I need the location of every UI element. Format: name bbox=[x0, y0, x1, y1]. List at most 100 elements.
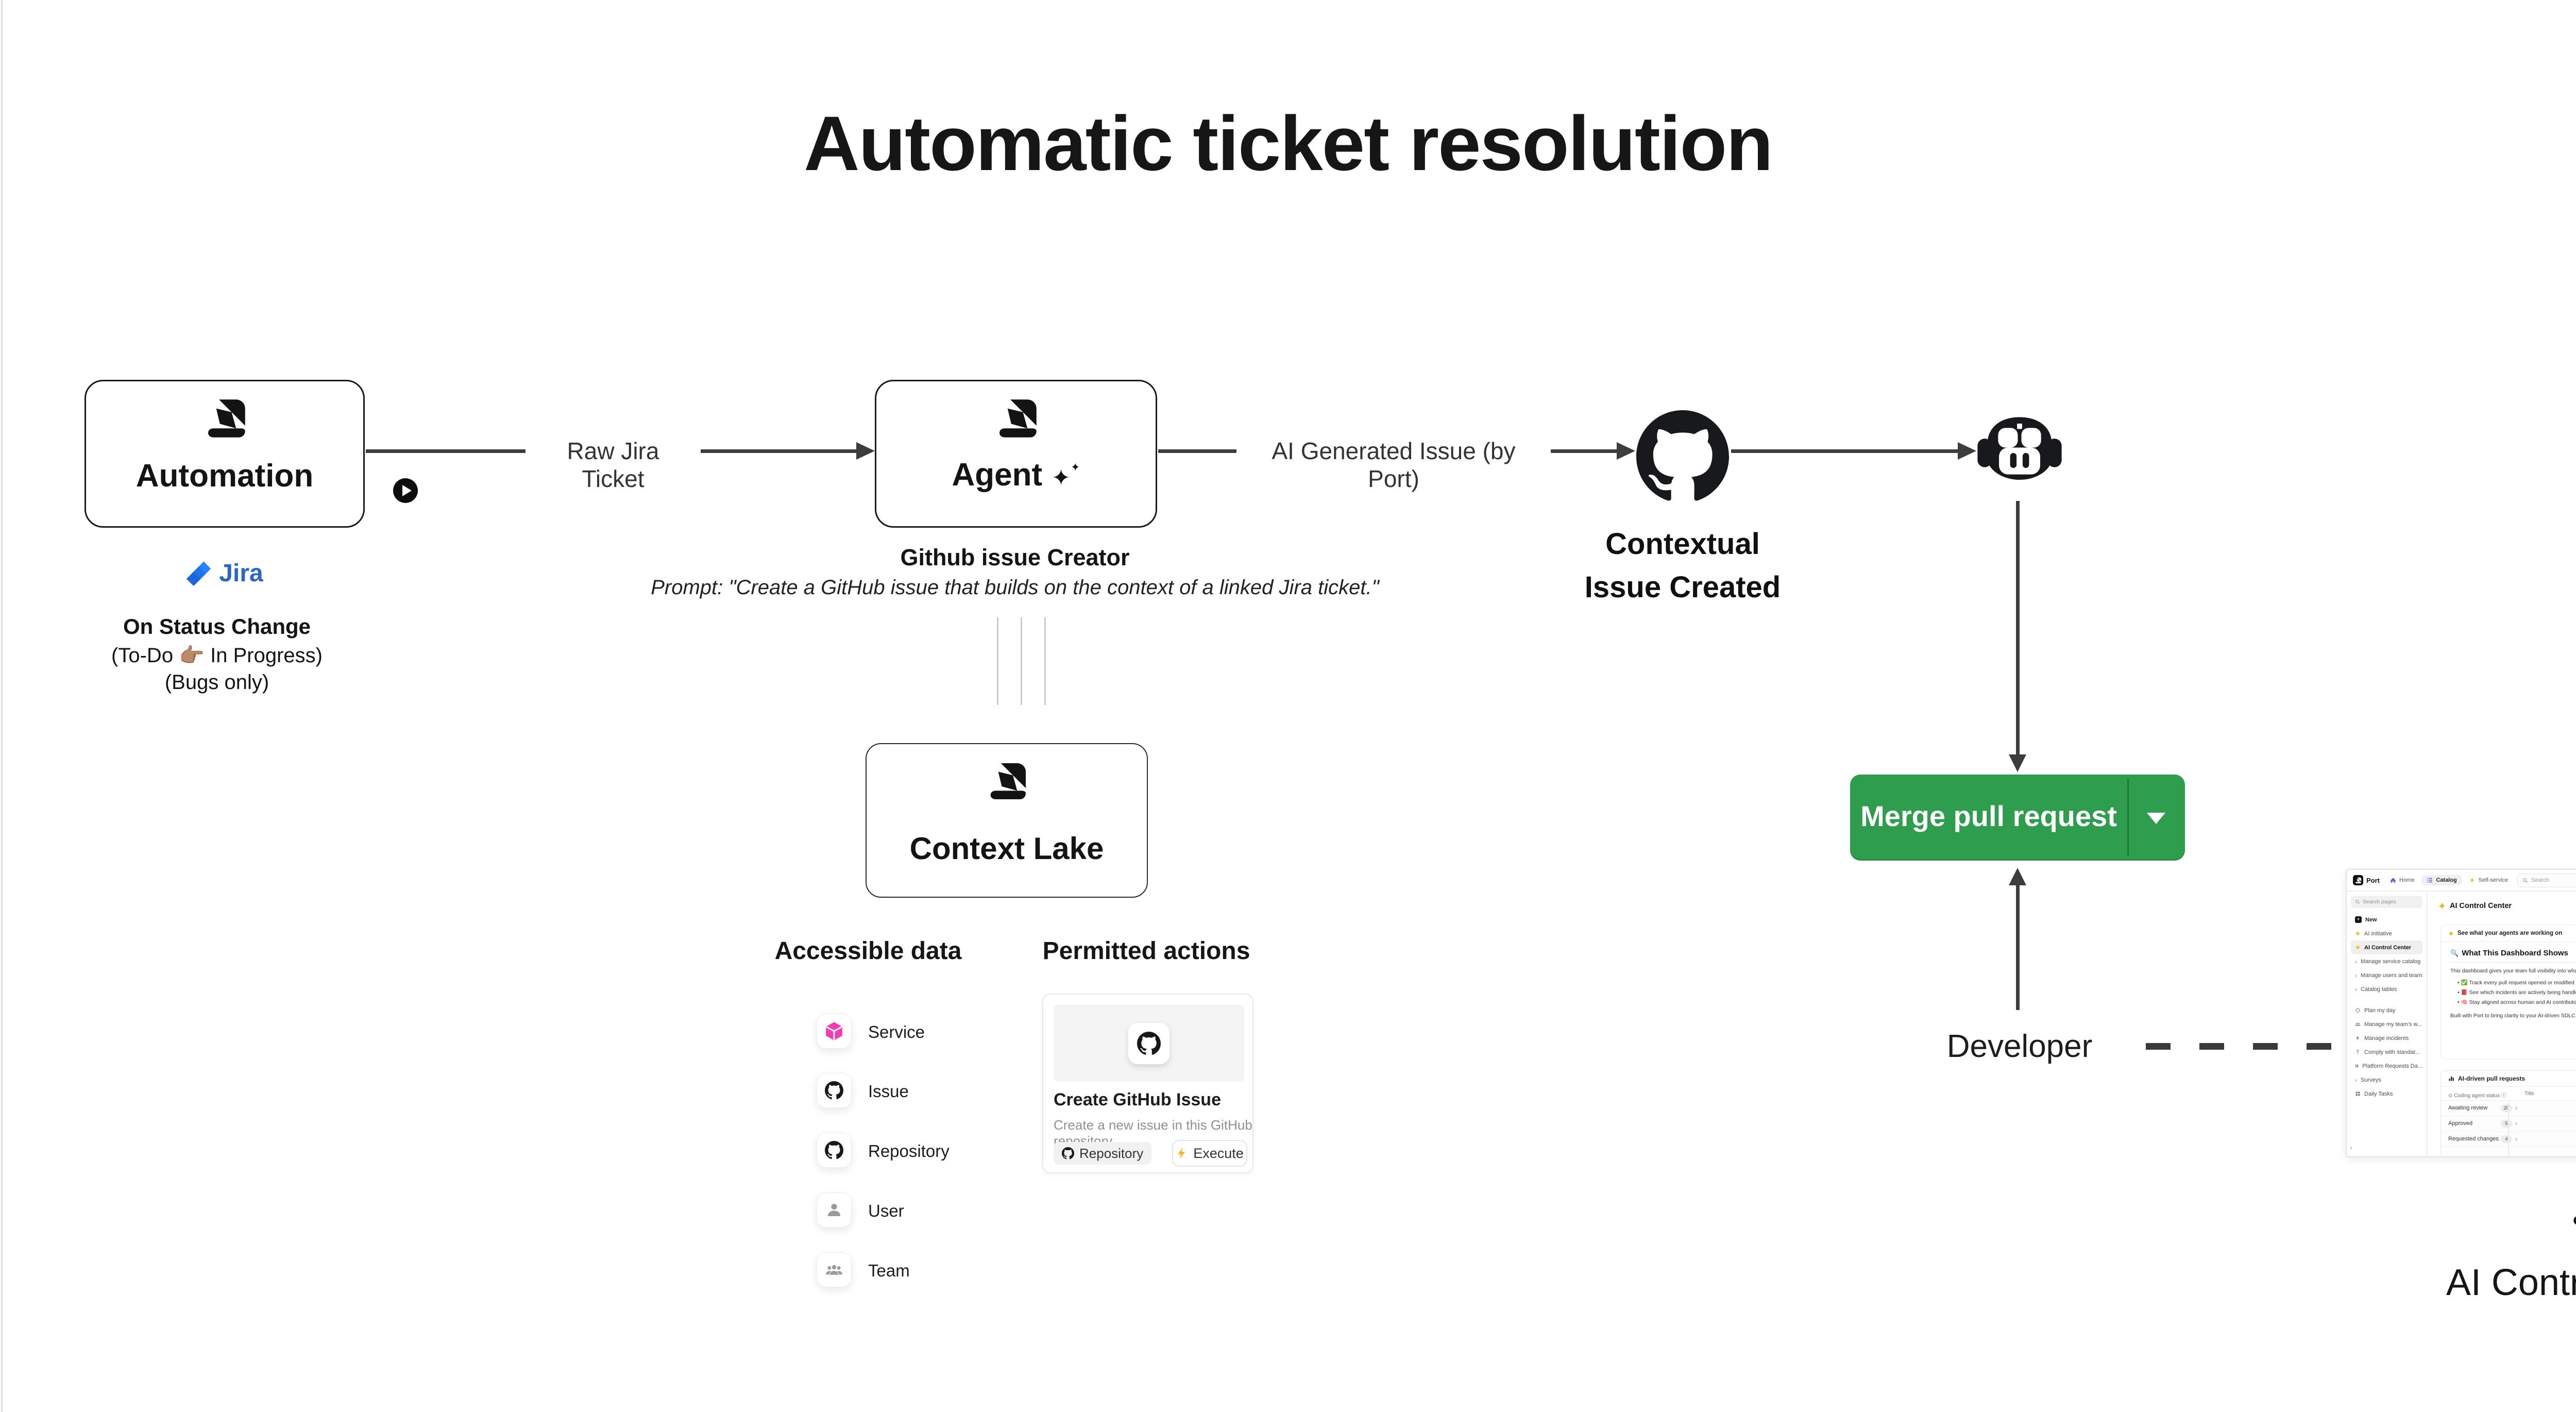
execute-button[interactable]: Execute bbox=[1172, 1140, 1247, 1167]
sidebar-search-input[interactable]: Search pages bbox=[2351, 896, 2422, 908]
expand-icon[interactable]: › bbox=[2515, 1120, 2517, 1127]
arrowhead-right-icon bbox=[856, 442, 875, 460]
line-developer-to-merge bbox=[2016, 884, 2020, 1010]
jira-brand: Jira bbox=[84, 559, 365, 587]
expand-icon[interactable]: › bbox=[2515, 1104, 2517, 1112]
data-item-icon-card bbox=[817, 1014, 852, 1049]
pull-requests-card: AI-driven pull requests ⊙ Coding agent s… bbox=[2441, 1070, 2576, 1156]
arrow-github-to-copilot bbox=[1731, 449, 1959, 453]
sidebar-item-ai-initiative[interactable]: AI Initiative bbox=[2351, 927, 2422, 940]
ai-control-center-screenshot: Port Home Catalog Self-service Search ⌘ … bbox=[2346, 869, 2576, 1157]
permitted-actions-heading: Permitted actions bbox=[1042, 937, 1250, 965]
sidebar-item-catalog-tables[interactable]: ›Catalog tables bbox=[2355, 985, 2397, 993]
count-badge: 5 bbox=[2501, 1120, 2512, 1128]
accessible-data-heading: Accessible data bbox=[774, 937, 962, 965]
lightning-icon bbox=[1176, 1147, 1188, 1159]
bullet-dot: • bbox=[2458, 999, 2461, 1005]
sidebar-item-daily-tasks[interactable]: Daily Tasks bbox=[2351, 1087, 2422, 1101]
column-header[interactable]: ⊙ Coding agent status ⓘ bbox=[2448, 1093, 2506, 1099]
play-icon bbox=[393, 478, 418, 503]
grid-icon bbox=[2355, 1063, 2359, 1069]
search-icon bbox=[2355, 899, 2360, 904]
port-logo-icon bbox=[2353, 875, 2363, 885]
expand-icon[interactable]: › bbox=[2515, 1135, 2517, 1142]
nav-home[interactable]: Home bbox=[2390, 877, 2414, 883]
sparkle-icon: ✦ bbox=[1052, 465, 1071, 491]
arrowhead-up-icon bbox=[2009, 868, 2026, 885]
port-brand[interactable]: Port bbox=[2353, 875, 2380, 885]
sidebar-item-manage-service-catalog[interactable]: ›Manage service catalog bbox=[2355, 957, 2421, 965]
team-icon bbox=[825, 1261, 843, 1279]
chevron-right-icon: › bbox=[2355, 971, 2357, 979]
merge-pull-request-button[interactable]: Merge pull request bbox=[1850, 775, 2185, 861]
merge-button-label: Merge pull request bbox=[1860, 800, 2117, 832]
jira-trigger-title: On Status Change bbox=[123, 614, 311, 638]
data-item-label: Repository bbox=[868, 1141, 950, 1161]
sidebar-item-manage-incidents[interactable]: Manage incidents bbox=[2351, 1031, 2422, 1045]
chevron-right-icon: › bbox=[2355, 1076, 2357, 1084]
sidebar-item-platform-requests[interactable]: Platform Requests Da... bbox=[2351, 1059, 2422, 1073]
column-header[interactable]: Title bbox=[2524, 1091, 2534, 1097]
github-tile bbox=[1128, 1023, 1170, 1064]
data-item-label: Team bbox=[868, 1261, 910, 1280]
count-badge: 4 bbox=[2501, 1135, 2512, 1143]
sidebar-item-comply-standards[interactable]: Comply with standar... bbox=[2351, 1045, 2422, 1059]
data-item-icon-card bbox=[817, 1073, 852, 1108]
agent-prompt-label: Prompt: bbox=[651, 576, 729, 599]
arrowhead-down-icon bbox=[2009, 754, 2026, 772]
arrowhead-right-icon bbox=[1617, 442, 1635, 460]
sidebar-item-manage-users-teams[interactable]: ›Manage users and teams bbox=[2355, 971, 2422, 979]
port-logo-icon bbox=[996, 397, 1039, 440]
context-lake-label: Context Lake bbox=[909, 831, 1104, 866]
search-icon bbox=[2522, 878, 2528, 883]
dashboard-bullet: • 🧠 Stay aligned across human and AI con… bbox=[2458, 999, 2576, 1005]
github-icon bbox=[825, 1141, 843, 1159]
developer-label: Developer bbox=[1946, 1029, 2093, 1064]
sparkle-icon bbox=[2438, 902, 2446, 910]
nav-catalog[interactable]: Catalog bbox=[2421, 875, 2462, 885]
dashboard-sidebar: Search pages +New AI Initiative AI Contr… bbox=[2347, 892, 2428, 1156]
chevron-right-icon: › bbox=[2355, 985, 2357, 993]
repository-chip[interactable]: Repository bbox=[1054, 1142, 1152, 1165]
github-icon bbox=[825, 1081, 843, 1100]
sparkle-icon bbox=[2448, 931, 2454, 936]
jira-trigger-filter: (Bugs only) bbox=[164, 671, 269, 694]
sidebar-item-new[interactable]: +New bbox=[2351, 913, 2422, 927]
canvas-frame bbox=[1, 0, 3, 1412]
data-item-icon-card bbox=[817, 1252, 852, 1287]
agents-overview-card: See what your agents are working on 🔍 Wh… bbox=[2441, 924, 2576, 1060]
agent-node-label: Agent✦✦ bbox=[952, 457, 1080, 493]
sidebar-item-manage-team-work[interactable]: Manage my team's w... bbox=[2351, 1017, 2422, 1031]
catalog-icon bbox=[2427, 877, 2433, 883]
connector-line bbox=[1044, 617, 1046, 705]
automation-node-label: Automation bbox=[135, 458, 314, 494]
chevron-right-icon: › bbox=[2355, 957, 2357, 965]
dashboard-page-title: AI Control Center bbox=[2438, 902, 2512, 910]
action-title: Create GitHub Issue bbox=[1054, 1090, 1221, 1110]
sidebar-item-ai-control-center[interactable]: AI Control Center bbox=[2351, 940, 2422, 954]
sidebar-item-plan-my-day[interactable]: Plan my day bbox=[2351, 1003, 2422, 1017]
sparkle-icon bbox=[2355, 945, 2361, 950]
column-divider bbox=[2508, 1101, 2509, 1156]
table-header-row: ⊙ Coding agent status ⓘ Title Pull Reque… bbox=[2441, 1086, 2576, 1101]
github-icon bbox=[1137, 1032, 1161, 1055]
line-copilot-to-merge bbox=[2016, 501, 2020, 755]
merge-dropdown-caret-icon[interactable] bbox=[2147, 813, 2165, 824]
arrow2-label: AI Generated Issue (by Port) bbox=[1236, 437, 1551, 493]
agent-node: Agent✦✦ bbox=[875, 380, 1157, 528]
sidebar-item-surveys[interactable]: ›Surveys bbox=[2355, 1076, 2381, 1084]
action-subtitle: Create a new issue in this GitHub reposi… bbox=[1054, 1117, 1252, 1149]
bullet-dot: • bbox=[2458, 980, 2461, 986]
jira-logo-icon bbox=[186, 561, 212, 586]
port-logo-icon bbox=[987, 761, 1028, 802]
data-item-label: Service bbox=[868, 1022, 925, 1041]
button-divider bbox=[2127, 779, 2129, 856]
sidebar-collapse-icon[interactable]: › bbox=[2350, 1144, 2352, 1151]
target-icon bbox=[2355, 1007, 2361, 1013]
data-item-label: User bbox=[868, 1201, 904, 1220]
nav-self-service[interactable]: Self-service bbox=[2469, 877, 2508, 883]
github-logo-icon bbox=[1636, 410, 1729, 503]
lightning-icon bbox=[2469, 877, 2476, 883]
global-search-input[interactable]: Search ⌘ K bbox=[2517, 873, 2576, 887]
action-card: Create GitHub Issue Create a new issue i… bbox=[1042, 994, 1253, 1173]
